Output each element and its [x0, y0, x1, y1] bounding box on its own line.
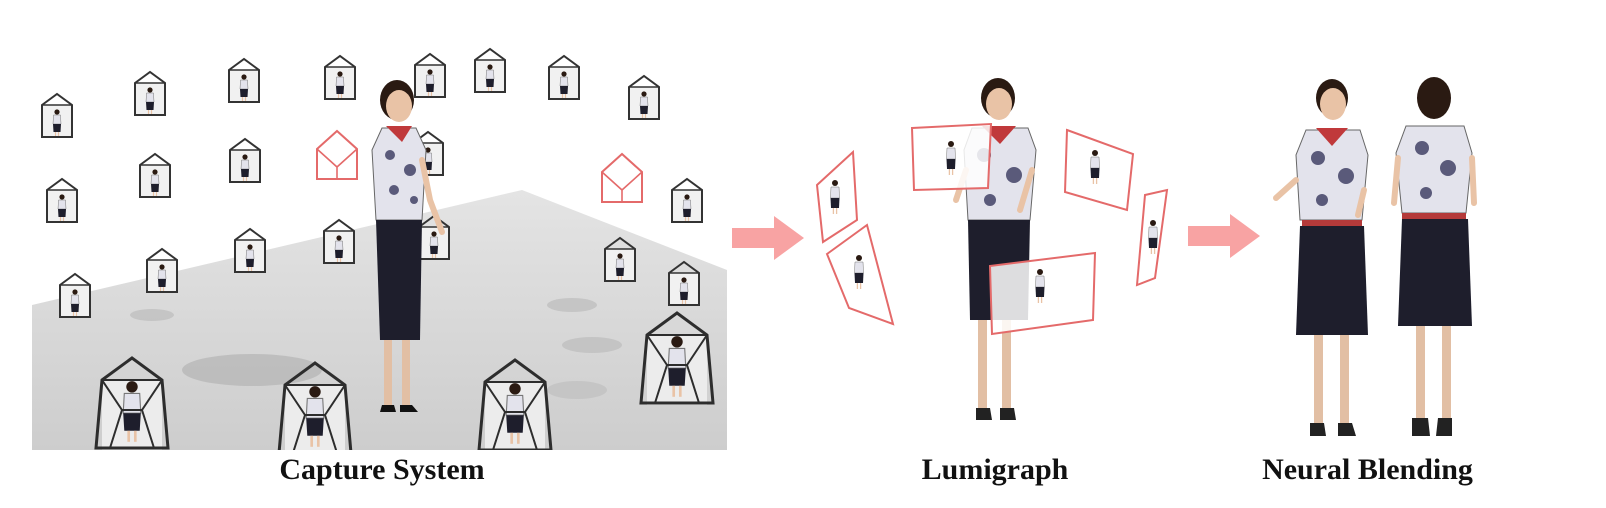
- right-arrow-icon: [1188, 214, 1260, 258]
- camera-icon: [549, 56, 579, 99]
- camera-icon: [629, 76, 659, 119]
- neural-blending-panel: [1262, 70, 1502, 450]
- capture-system-scene: [32, 40, 727, 450]
- camera-icon: [230, 139, 260, 182]
- capture-system-panel: [32, 40, 727, 450]
- camera-icon: [415, 54, 445, 97]
- camera-icon: [672, 179, 702, 222]
- camera-icon: [47, 179, 77, 222]
- panel-label-neural-blending: Neural Blending: [1262, 453, 1473, 486]
- highlight-camera-icon: [601, 153, 643, 203]
- camera-icon: [235, 229, 265, 272]
- camera-icon: [325, 56, 355, 99]
- camera-icon: [140, 154, 170, 197]
- camera-icon: [42, 94, 72, 137]
- person-figure-icon: [1273, 79, 1369, 436]
- camera-icon: [475, 49, 505, 92]
- person-figure-icon: [1391, 77, 1477, 436]
- panel-label-lumigraph: Lumigraph: [921, 453, 1069, 486]
- person-figure-icon: [953, 78, 1037, 420]
- camera-icon: [324, 220, 354, 263]
- highlight-camera-icon: [316, 130, 358, 180]
- camera-icon: [229, 59, 259, 102]
- person-figure-icon: [371, 80, 445, 412]
- panel-label-capture-system: Capture System: [279, 453, 485, 486]
- right-arrow-icon: [732, 216, 804, 260]
- lumigraph-panel: [805, 70, 1185, 450]
- camera-icon: [135, 72, 165, 115]
- lumigraph-scene: [815, 78, 1169, 420]
- camera-icon: [147, 249, 177, 292]
- neural-blending-scene: [1273, 77, 1477, 436]
- camera-icon: [60, 274, 90, 317]
